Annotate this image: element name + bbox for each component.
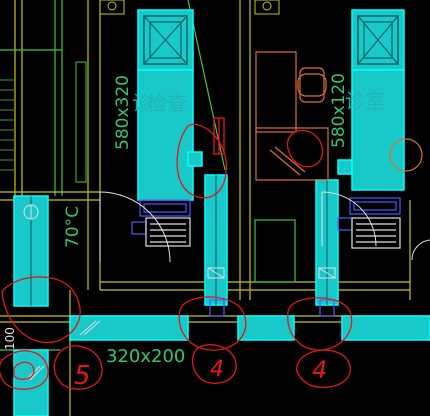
room-name-left-prefix: 诊 <box>132 91 152 115</box>
air-handler-right <box>351 9 405 191</box>
duct-network <box>13 151 430 416</box>
door-swings <box>99 191 430 263</box>
markup-number-3: 4 <box>312 356 327 384</box>
red-markups <box>0 117 353 390</box>
green-wall-frame <box>75 61 87 183</box>
duct-size-left: 580x320 <box>113 75 133 150</box>
fan-coil-right <box>337 197 401 249</box>
furniture <box>255 51 423 181</box>
green-fixture <box>254 219 296 283</box>
damper-symbols <box>25 267 336 381</box>
fan-coil-left <box>131 199 191 247</box>
duct-detail-lines <box>23 175 328 306</box>
duct-size-right: 580x120 <box>329 73 349 148</box>
markup-number-1: 5 <box>74 361 91 391</box>
room-name-left: 检查 <box>147 91 187 115</box>
markup-numbers: 5 4 4 <box>74 356 327 391</box>
labels: 580x320 诊 检查 580x120 诊室 70°C 320x200 100 <box>3 73 385 367</box>
duct-size-vertical: 100 <box>3 327 17 350</box>
top-symbols <box>99 0 280 15</box>
duct-size-bottom: 320x200 <box>106 346 185 367</box>
pipe-fittings <box>209 299 335 317</box>
window-hatch <box>0 79 14 171</box>
room-name-right: 诊室 <box>345 89 385 113</box>
markup-number-2: 4 <box>210 357 224 382</box>
temperature-label: 70°C <box>63 206 83 248</box>
